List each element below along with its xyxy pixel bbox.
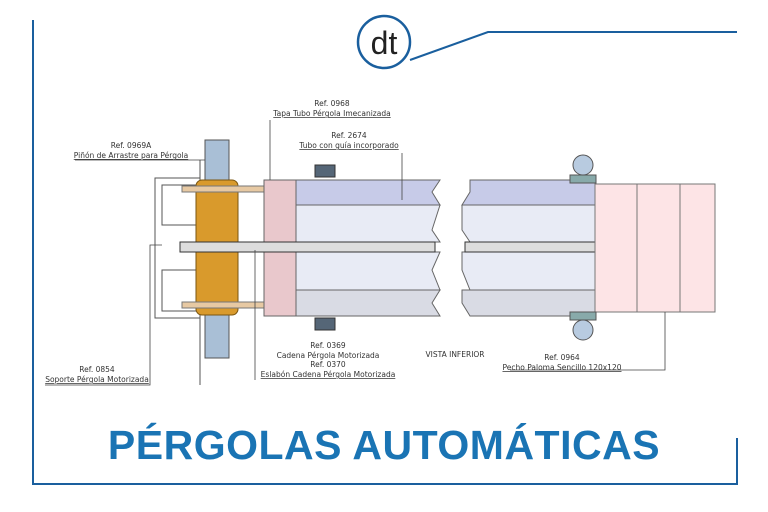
chain: [179, 241, 596, 253]
svg-text:Ref. 2674: Ref. 2674: [331, 131, 367, 140]
svg-text:dt: dt: [371, 25, 398, 61]
page-title: PÉRGOLAS AUTOMÁTICAS: [107, 422, 661, 468]
svg-text:Soporte Pérgola Motorizada: Soporte Pérgola Motorizada: [45, 375, 149, 384]
svg-text:Ref. 0370: Ref. 0370: [310, 360, 346, 369]
svg-text:Cadena Pérgola Motorizada: Cadena Pérgola Motorizada: [277, 351, 380, 360]
frame-border: [32, 20, 738, 485]
svg-text:Ref. 0854: Ref. 0854: [79, 365, 115, 374]
svg-text:Tubo con guía incorporado: Tubo con guía incorporado: [298, 141, 399, 150]
tube-left: [295, 179, 441, 317]
svg-text:Eslabón Cadena Pérgola Motoriz: Eslabón Cadena Pérgola Motorizada: [261, 370, 396, 379]
svg-text:Ref. 0968: Ref. 0968: [314, 99, 350, 108]
svg-text:Ref. 0964: Ref. 0964: [544, 353, 580, 362]
svg-text:Ref. 0369: Ref. 0369: [310, 341, 346, 350]
tube-right: [461, 179, 596, 317]
svg-text:VISTA INFERIOR: VISTA INFERIOR: [425, 350, 484, 359]
svg-text:Pecho Paloma Sencillo 120x120: Pecho Paloma Sencillo 120x120: [502, 363, 621, 372]
support-bracket: [154, 160, 201, 385]
svg-text:Piñón de Arrastre para Pérgola: Piñón de Arrastre para Pérgola: [74, 151, 188, 160]
svg-text:Tapa Tubo Pérgola Imecanizada: Tapa Tubo Pérgola Imecanizada: [272, 109, 390, 118]
dovetail-bracket: [594, 183, 716, 313]
logo: dt: [356, 14, 412, 70]
callout-labels: Ref. 0968 Tapa Tubo Pérgola Imecanizada …: [45, 99, 622, 384]
svg-text:Ref. 0969A: Ref. 0969A: [111, 141, 152, 150]
